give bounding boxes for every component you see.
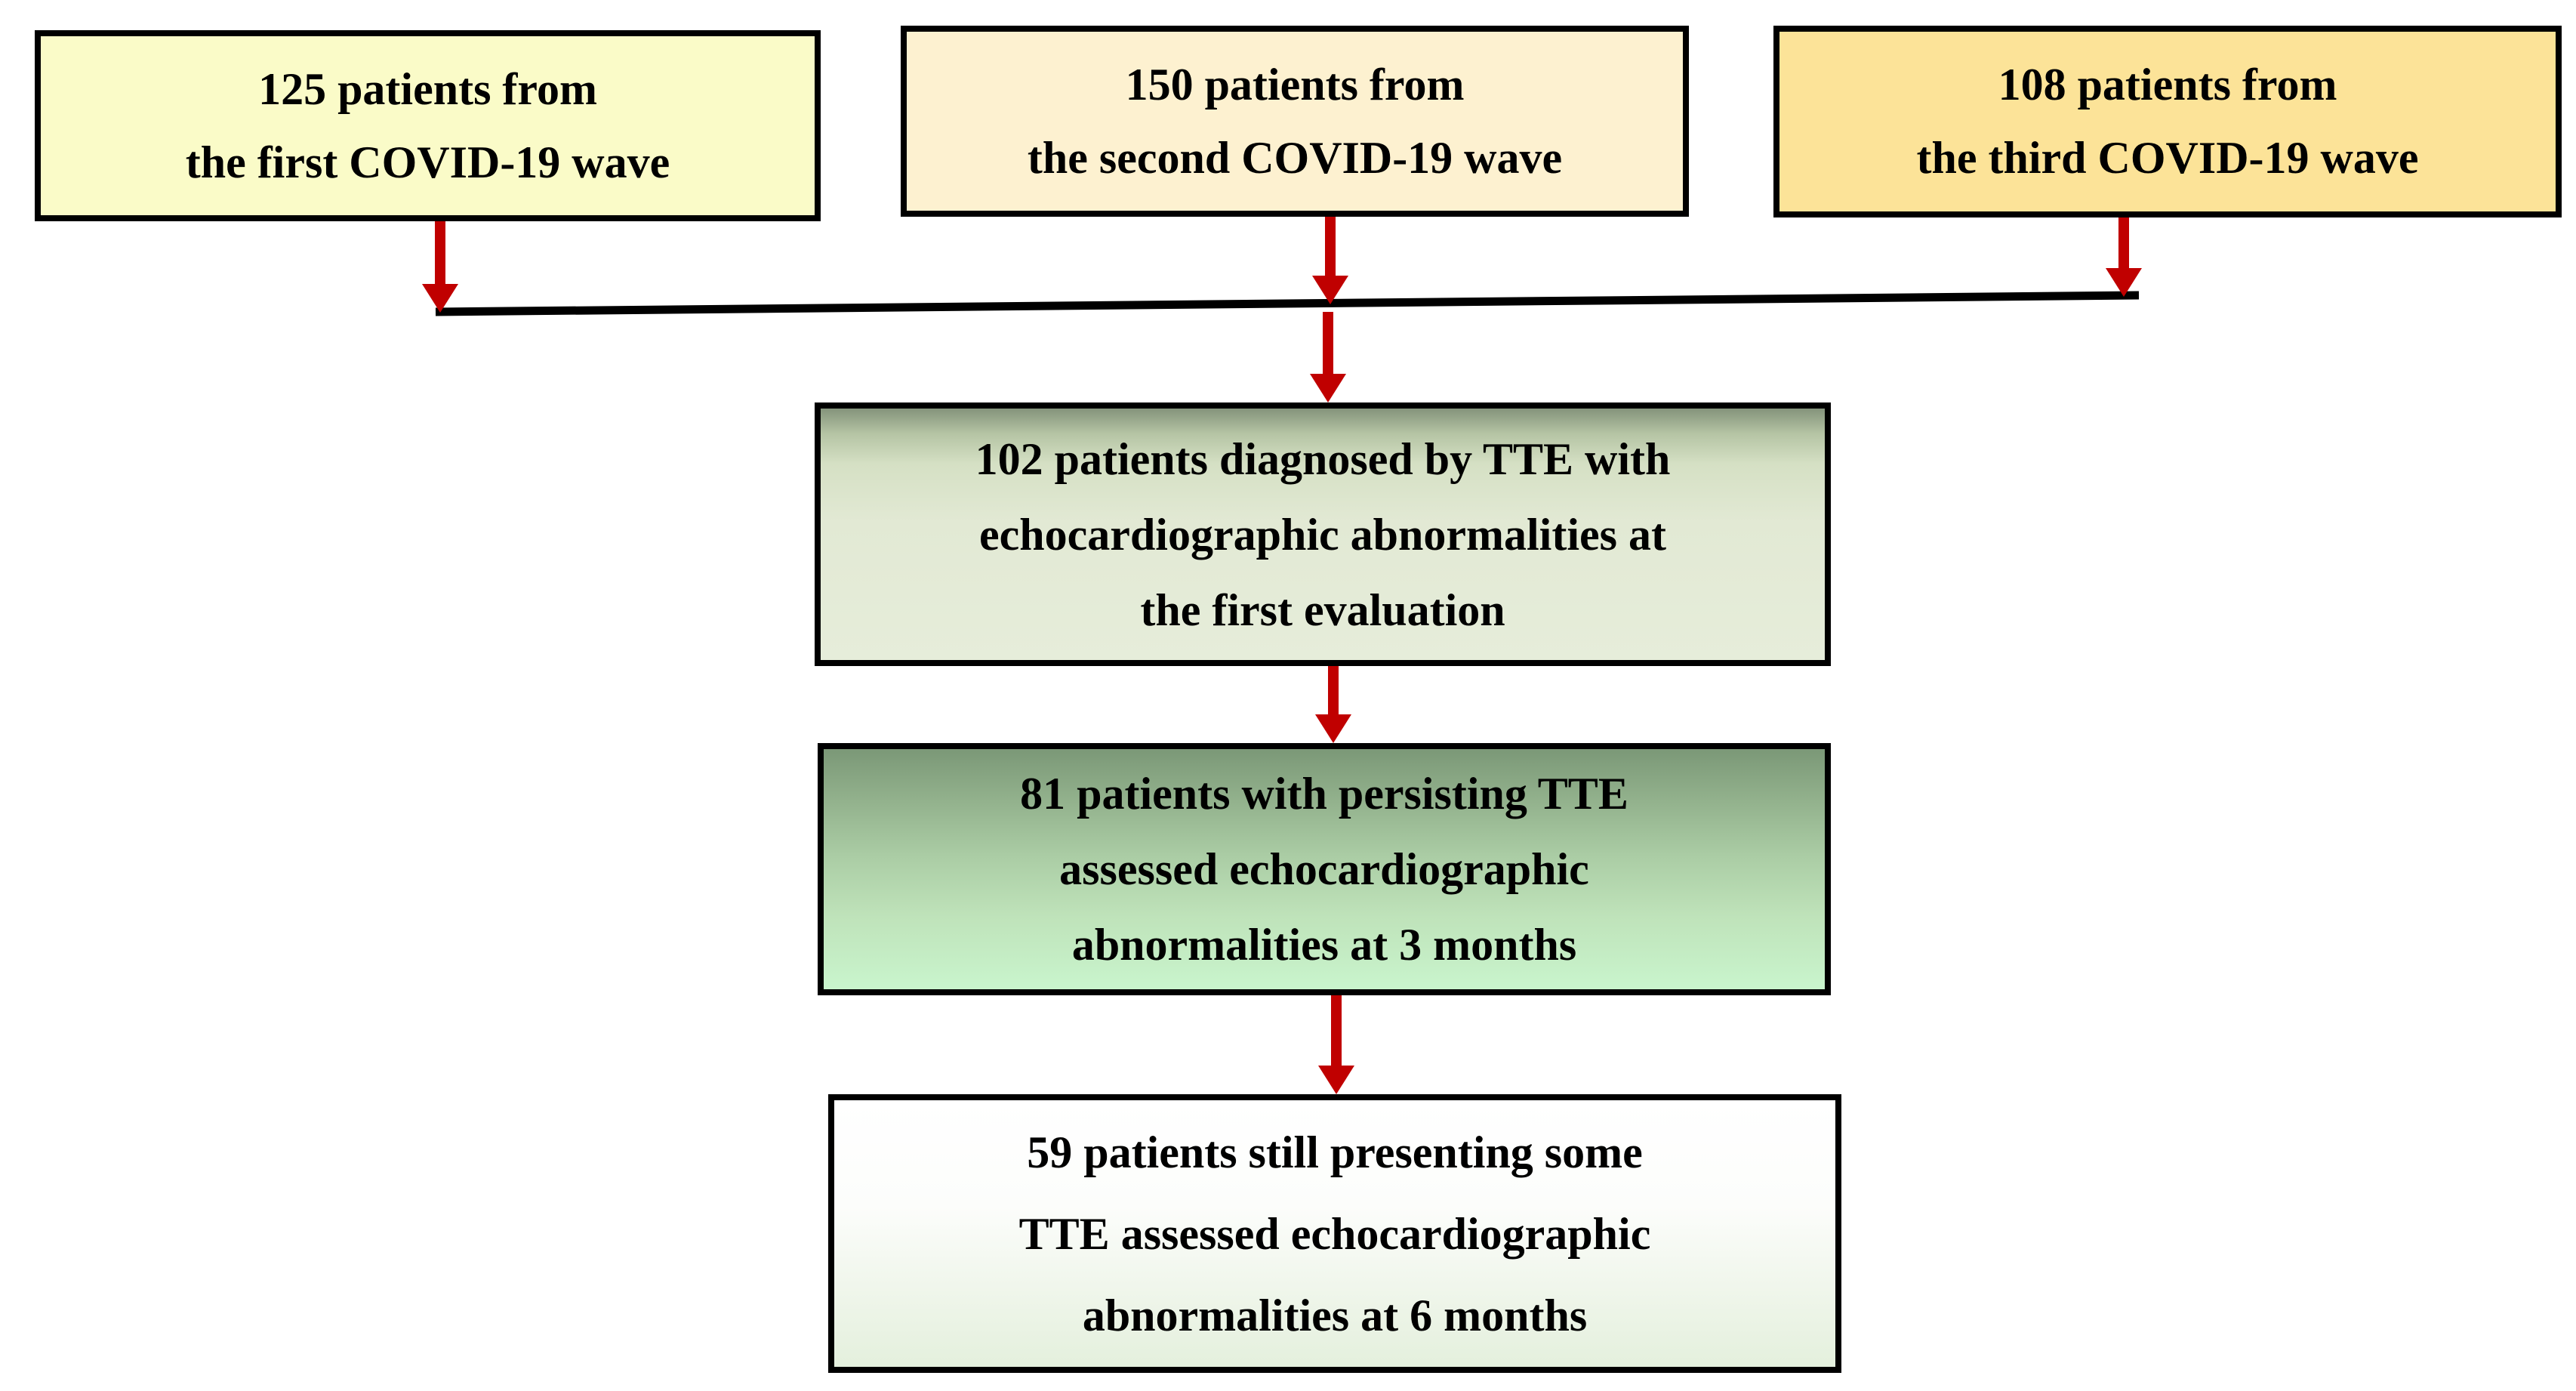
box-text-line: the second COVID-19 wave [1027,132,1563,183]
arrow-three-months-to-six-months [1318,995,1354,1094]
arrowhead-icon [1315,714,1351,743]
box-text-line: 59 patients still presenting some [1027,1127,1643,1177]
arrowhead-icon [1312,276,1348,304]
box-text-line: the third COVID-19 wave [1916,133,2419,183]
box-wave-2: 150 patients from the second COVID-19 wa… [901,26,1689,217]
arrow-wave1-to-junction [422,221,458,313]
box-text-line: TTE assessed echocardiographic [1018,1208,1651,1259]
arrowhead-icon [422,284,458,313]
box-text-line: echocardiographic abnormalities at [979,509,1666,560]
arrowhead-icon [1310,374,1346,402]
box-text-line: assessed echocardiographic [1059,844,1589,894]
box-text-line: 125 patients from [258,63,597,114]
box-wave-3: 108 patients from the third COVID-19 wav… [1773,26,2562,217]
box-text-line: 108 patients from [1998,60,2337,109]
box-text-line: 81 patients with persisting TTE [1020,769,1628,819]
arrowhead-icon [2106,268,2142,297]
arrow-wave2-to-junction [1312,217,1348,304]
arrow-first-evaluation-to-three-months [1315,666,1351,743]
box-text-line: the first evaluation [1140,584,1505,635]
arrowhead-icon [1318,1066,1354,1094]
box-six-months: 59 patients still presenting some TTE as… [828,1094,1841,1373]
box-first-evaluation: 102 patients diagnosed by TTE with echoc… [815,402,1831,666]
arrow-junction-to-first-evaluation [1310,312,1346,402]
arrow-wave3-to-junction [2106,217,2142,297]
junction-line [435,291,2140,316]
box-text-line: the first COVID-19 wave [185,137,670,187]
box-text-line: 150 patients from [1125,59,1465,109]
box-text-line: abnormalities at 3 months [1071,920,1577,970]
box-wave-1: 125 patients from the first COVID-19 wav… [35,30,821,221]
box-text-line: abnormalities at 6 months [1082,1290,1588,1340]
box-three-months: 81 patients with persisting TTE assessed… [818,743,1831,995]
box-text-line: 102 patients diagnosed by TTE with [975,433,1671,484]
